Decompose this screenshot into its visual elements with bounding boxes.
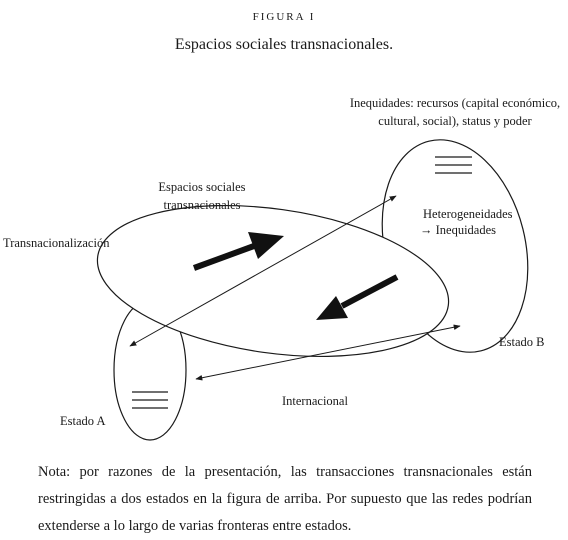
estado-b-label: Estado B (499, 335, 545, 349)
figure-title: Espacios sociales transnacionales. (174, 36, 394, 53)
inequidades-label: Inequidades: recursos (capital económico… (336, 94, 568, 130)
heterogeneidades-label: Heterogeneidades (423, 207, 513, 221)
diagonal-double-arrow (129, 195, 397, 347)
estado-a-stack-lines (132, 391, 168, 409)
internacional-label: Internacional (282, 394, 348, 408)
inequidades-short-text: Inequidades (435, 223, 497, 237)
figure-label: FIGURA I (252, 11, 316, 23)
inequidades-line-2: cultural, social), status y poder (378, 114, 532, 128)
espacios-line-2: transnacionales (163, 198, 241, 212)
transnacionalizacion-label: Transnacionalización (3, 236, 110, 250)
estado-b-stack-lines (435, 156, 472, 174)
bold-arrow-up-right (192, 232, 284, 271)
international-double-arrow (195, 324, 461, 381)
estado-a-label: Estado A (60, 414, 106, 428)
footnote: Nota: por razones de la presentación, la… (38, 464, 532, 534)
inequidades-line-1: Inequidades: recursos (capital económico… (349, 96, 561, 110)
espacios-line-1: Espacios sociales (158, 180, 246, 194)
inequidades-short-label: → Inequidades (420, 221, 496, 239)
arrow-glyph: → (420, 223, 433, 237)
espacios-label: Espacios sociales transnacionales (140, 178, 264, 214)
bold-arrow-down-left (316, 274, 399, 320)
